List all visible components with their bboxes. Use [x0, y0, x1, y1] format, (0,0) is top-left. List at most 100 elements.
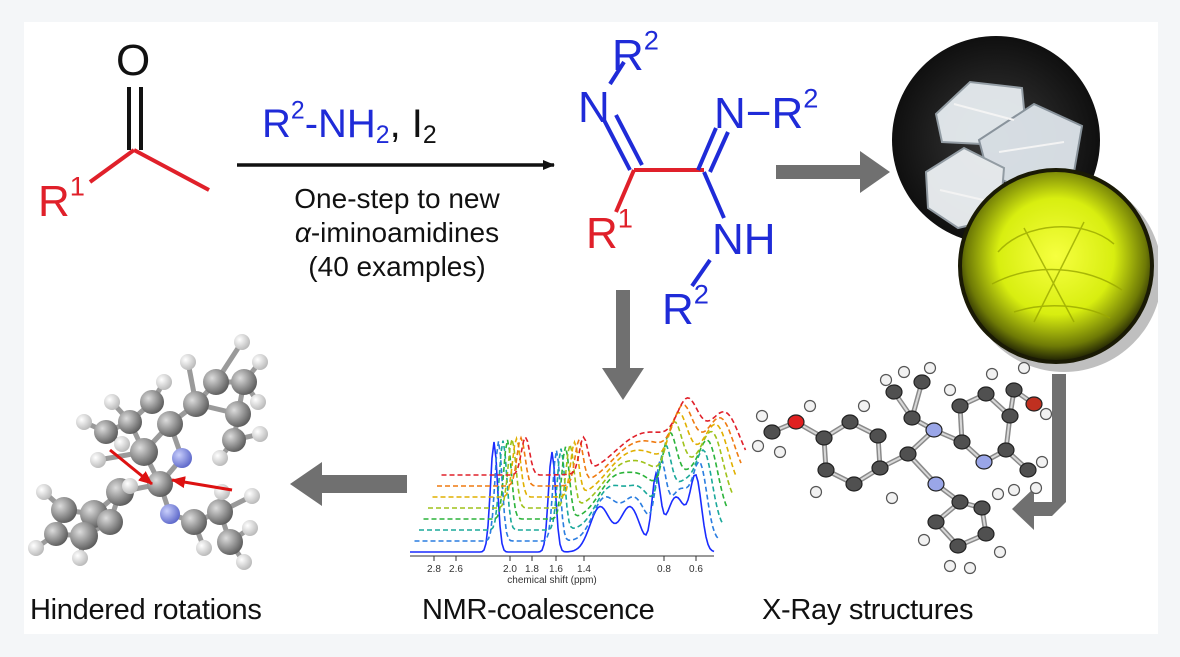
caption-hindered-rotations: Hindered rotations: [30, 594, 262, 626]
conditions-text: One-step to new α-iminoamidines (40 exam…: [232, 182, 562, 284]
ortep-hydrogen: [879, 373, 893, 387]
nmr-tick-label: 2.8: [427, 564, 441, 575]
crystal-photos: [892, 36, 1158, 372]
model-atom: [242, 520, 258, 536]
ortep-atom: [1025, 396, 1043, 412]
nmr-tick-label: 1.4: [577, 564, 591, 575]
model-atom: [250, 394, 266, 410]
xray-ortep-model: [751, 361, 1053, 575]
model-atom: [172, 448, 192, 468]
model-atom: [104, 394, 120, 410]
model-atom: [180, 354, 196, 370]
model-atom: [118, 410, 142, 434]
model-atom: [207, 499, 233, 525]
model-atom: [160, 504, 180, 524]
ortep-atom: [973, 500, 991, 516]
product-r2-top: R2: [612, 24, 659, 80]
ortep-hydrogen: [963, 561, 977, 575]
ortep-hydrogen: [897, 365, 911, 379]
nmr-trace: [414, 441, 720, 542]
ortep-atom: [1019, 462, 1037, 478]
product-nh: NH: [712, 215, 776, 264]
caption-nmr-coalescence: NMR-coalescence: [422, 594, 655, 626]
ortep-atom: [913, 374, 931, 390]
model-atom: [196, 540, 212, 556]
model-atom: [234, 334, 250, 350]
ortep-atom: [1005, 382, 1023, 398]
ortep-hydrogen: [991, 487, 1005, 501]
nmr-trace: [428, 420, 733, 509]
model-atom: [225, 401, 251, 427]
flow-arrows: [290, 151, 1066, 530]
ortep-hydrogen: [943, 559, 957, 573]
ortep-atom: [869, 428, 887, 444]
model-atom: [181, 509, 207, 535]
nmr-tick-label: 1.6: [549, 564, 563, 575]
model-atom: [183, 391, 209, 417]
model-atom: [36, 484, 52, 500]
ortep-atom: [951, 398, 969, 414]
model-atom: [217, 529, 243, 555]
model-atom: [72, 550, 88, 566]
model-atom: [244, 488, 260, 504]
product-n-right-group: N−R2: [714, 82, 819, 138]
ortep-atom: [903, 410, 921, 426]
ortep-atom: [885, 384, 903, 400]
model-atom: [252, 354, 268, 370]
product-structure: [602, 60, 730, 288]
ortep-atom: [949, 538, 967, 554]
ortep-atom: [815, 430, 833, 446]
model-atom: [97, 509, 123, 535]
model-atom: [252, 426, 268, 442]
nmr-trace: [441, 397, 747, 476]
ortep-atom: [763, 424, 781, 440]
nmr-trace: [419, 440, 724, 531]
model-atom: [156, 374, 172, 390]
product-n-top: N: [578, 83, 610, 132]
nmr-axis-title: chemical shift (ppm): [507, 575, 596, 586]
ortep-atom: [977, 526, 995, 542]
ortep-hydrogen: [1035, 455, 1049, 469]
ortep-hydrogen: [943, 383, 957, 397]
ortep-atom: [927, 476, 945, 492]
nmr-tick-label: 0.8: [657, 564, 671, 575]
model-atom: [222, 428, 246, 452]
model-atom: [203, 369, 229, 395]
crystal-photo-fluorescent: [958, 168, 1154, 364]
ortep-hydrogen: [1039, 407, 1053, 421]
model-atom: [130, 438, 158, 466]
ortep-atom: [845, 476, 863, 492]
ortep-atom: [977, 386, 995, 402]
model-atom: [114, 436, 130, 452]
nmr-tick-label: 1.8: [525, 564, 539, 575]
ortep-atom: [871, 460, 889, 476]
hindered-rotation-model: [28, 334, 268, 570]
rotation-arrows: [109, 448, 233, 492]
ortep-hydrogen: [885, 491, 899, 505]
ortep-hydrogen: [773, 445, 787, 459]
ortep-hydrogen: [1017, 361, 1031, 375]
caption-xray-structures: X-Ray structures: [762, 594, 974, 626]
model-atom: [122, 478, 138, 494]
model-atom: [94, 420, 118, 444]
ortep-hydrogen: [809, 485, 823, 499]
model-atom: [231, 369, 257, 395]
ortep-atom: [927, 514, 945, 530]
nmr-tick-label: 0.6: [689, 564, 703, 575]
conditions-line-2: α-iminoamidines: [294, 217, 500, 248]
ortep-hydrogen: [1007, 483, 1021, 497]
nmr-tick-label: 2.0: [503, 564, 517, 575]
model-atom: [76, 414, 92, 430]
nmr-trace: [437, 403, 742, 487]
ortep-atom: [975, 454, 993, 470]
ortep-hydrogen: [917, 533, 931, 547]
reagent-label: R2-NH2, I2: [262, 97, 437, 150]
model-atom: [70, 522, 98, 550]
arrow-to-rotations: [290, 462, 407, 506]
arrow-to-nmr: [602, 290, 644, 400]
arrow-to-crystals: [776, 151, 890, 193]
ortep-atom: [925, 422, 943, 438]
